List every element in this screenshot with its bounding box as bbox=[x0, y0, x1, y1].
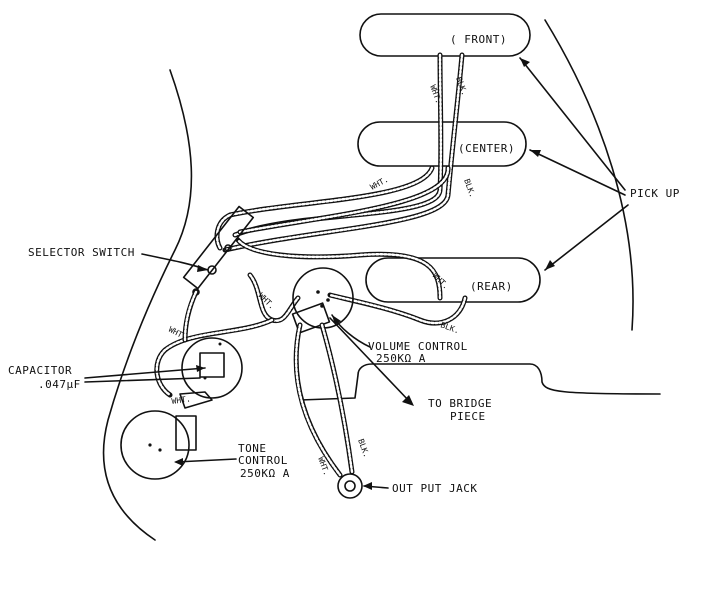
capacitor-arrow-2 bbox=[84, 377, 201, 383]
pickup-arrow-center bbox=[529, 149, 626, 196]
arrowhead bbox=[545, 260, 555, 270]
arrowhead bbox=[530, 150, 541, 157]
wire-label-center-wht: WHT. bbox=[369, 175, 390, 192]
arrowhead bbox=[520, 58, 530, 67]
capacitor-label-2: .047μF bbox=[38, 378, 81, 391]
capacitor-arrow bbox=[84, 367, 206, 379]
rear-pickup: (REAR) bbox=[365, 257, 541, 303]
front-pickup: ( FRONT) bbox=[359, 13, 531, 57]
wire-rear-wht bbox=[235, 237, 443, 301]
tone-control bbox=[120, 410, 197, 480]
arrowhead bbox=[402, 395, 414, 406]
front-pickup-label: ( FRONT) bbox=[450, 33, 507, 46]
center-pickup-label: (CENTER) bbox=[458, 142, 515, 155]
pickguard-edge bbox=[299, 363, 661, 401]
rear-pickup-label: (REAR) bbox=[470, 280, 513, 293]
output-jack-label: OUT PUT JACK bbox=[392, 482, 477, 495]
arrowhead bbox=[363, 482, 372, 490]
volume-label-2: 250KΩ A bbox=[376, 352, 426, 365]
body-outline-left bbox=[102, 69, 193, 541]
body-outline-right bbox=[544, 19, 634, 331]
pickup-arrow-front bbox=[519, 57, 626, 191]
wire-label-cap-wht: WHT. bbox=[171, 394, 191, 406]
capacitor-label-1: CAPACITOR bbox=[8, 364, 72, 377]
wire-front-blk bbox=[222, 52, 465, 253]
pickup-arrow-rear bbox=[544, 204, 629, 271]
selector-switch-label: SELECTOR SWITCH bbox=[28, 246, 135, 259]
wire-label-jack-blk: BLK. bbox=[356, 438, 371, 459]
volume-label-1: VOLUME CONTROL bbox=[368, 340, 468, 353]
tone-label-2: CONTROL bbox=[238, 454, 288, 467]
tone-label-1: TONE bbox=[238, 442, 267, 455]
arrowhead bbox=[197, 265, 208, 272]
tone-pot-upper bbox=[181, 337, 243, 399]
bridge-arrow bbox=[329, 317, 411, 403]
volume-control bbox=[291, 267, 354, 334]
bridge-label-1: TO BRIDGE bbox=[428, 397, 492, 410]
wire-label-rear-blk: BLK. bbox=[439, 320, 460, 335]
bridge-label-2: PIECE bbox=[450, 410, 486, 423]
tone-arrow bbox=[175, 458, 237, 463]
tone-bracket bbox=[179, 391, 213, 409]
pickup-label: PICK UP bbox=[630, 187, 680, 200]
tone-label-3: 250KΩ A bbox=[240, 467, 290, 480]
wire-label-center-blk: BLK. bbox=[462, 178, 477, 199]
selector-switch bbox=[182, 205, 255, 296]
arrowhead bbox=[174, 458, 183, 466]
output-jack bbox=[337, 473, 363, 499]
arrowhead bbox=[196, 365, 205, 372]
